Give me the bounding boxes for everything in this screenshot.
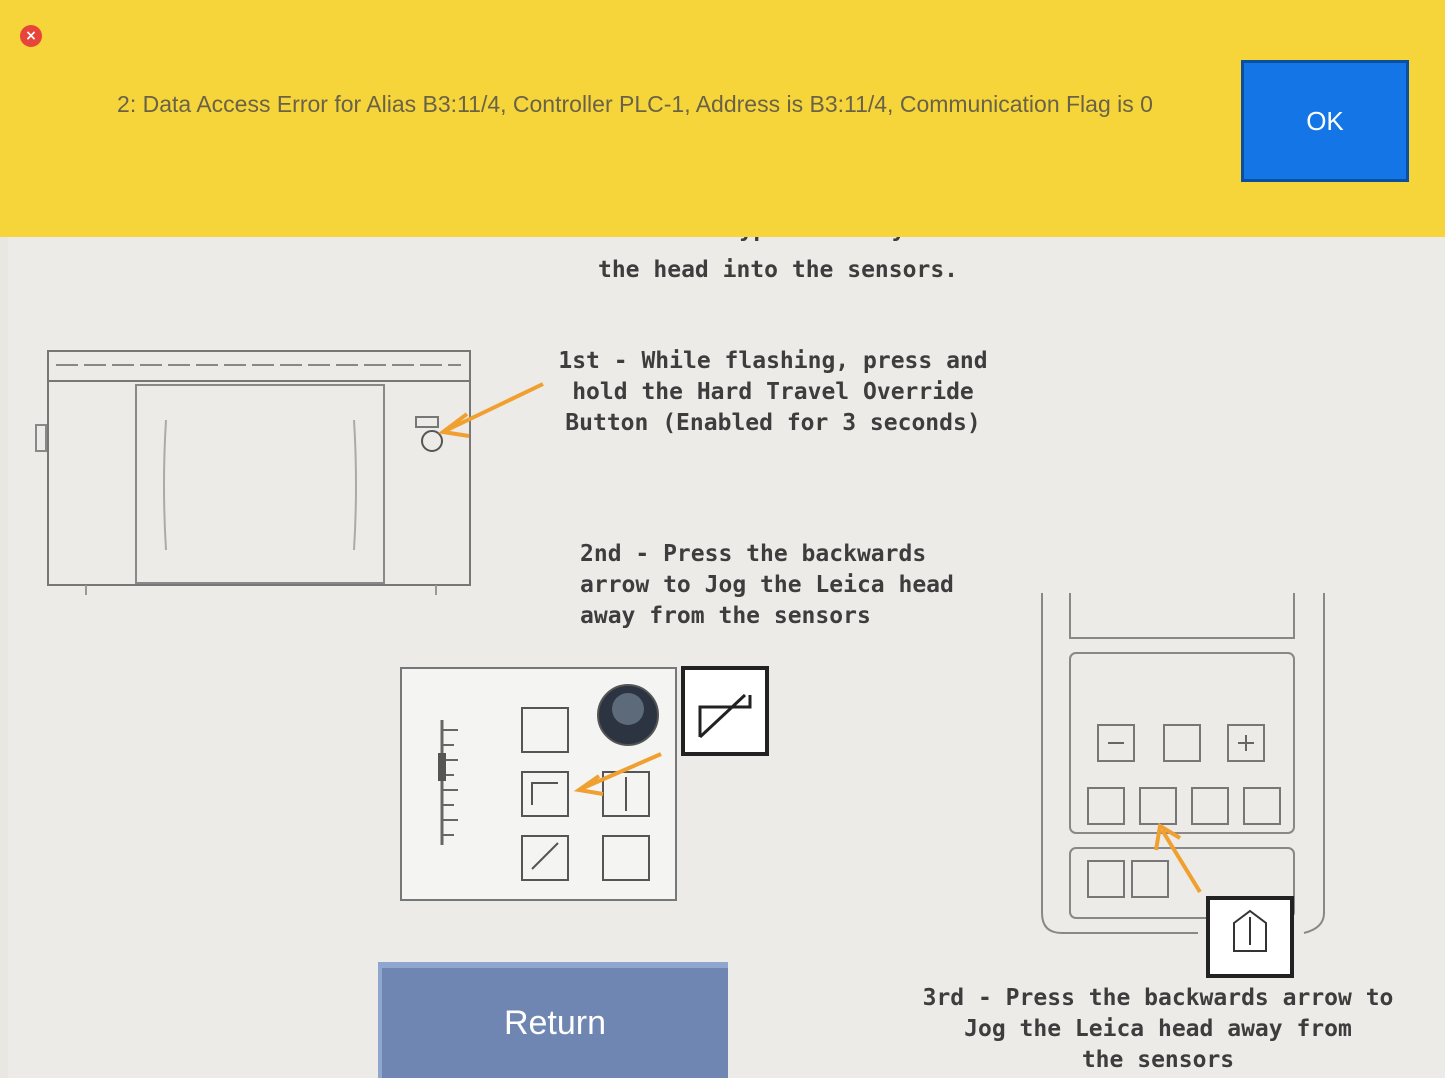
ok-button[interactable]: OK (1241, 60, 1409, 182)
override-button-icon (421, 430, 443, 452)
alert-message: 2: Data Access Error for Alias B3:11/4, … (117, 91, 1153, 117)
error-alert-bar: × 2: Data Access Error for Alias B3:11/4… (0, 0, 1445, 237)
control-panel-diagram (400, 666, 769, 901)
pointer-arrow-3 (1154, 822, 1202, 894)
pointer-arrow-2 (573, 752, 662, 796)
pendant-diagram (1041, 593, 1325, 978)
warning-text: the head into the sensors. (597, 257, 959, 283)
return-button[interactable]: Return (378, 962, 728, 1078)
pointer-arrow-1 (437, 382, 544, 438)
close-icon[interactable]: × (20, 25, 42, 47)
machine-diagram (35, 350, 471, 595)
backwards-arrow-icon (698, 695, 752, 737)
